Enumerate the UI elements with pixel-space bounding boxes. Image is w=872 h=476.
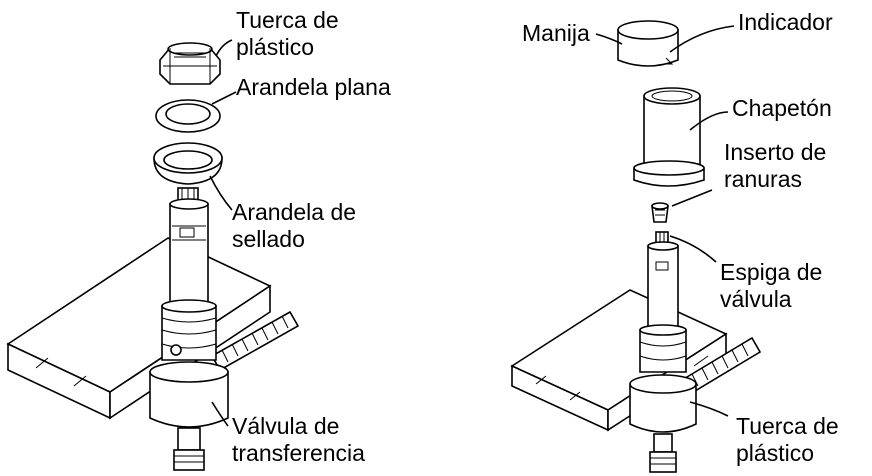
right-leader-lines [595, 25, 735, 417]
left-valve-body [149, 187, 229, 471]
label-chapeton: Chapetón [732, 95, 832, 121]
label-espiga-line2: válvula [720, 286, 792, 312]
left-flat-washer [155, 99, 221, 133]
label-tuerca-line2: plástico [236, 34, 314, 60]
label-arandela-plana: Arandela plana [236, 74, 391, 100]
label-inserto-line1: Inserto de [724, 139, 826, 165]
left-plastic-nut [159, 42, 221, 85]
right-splined-insert [651, 202, 669, 223]
label-indicador: Indicador [738, 9, 833, 35]
right-escutcheon [633, 87, 705, 187]
label-tuerca-right-line1: Tuerca de [736, 413, 839, 439]
right-labels: Manija Indicador Chapetón Inserto de ran… [522, 9, 839, 466]
left-counter-slab [6, 237, 272, 420]
right-valve-body [629, 231, 697, 473]
left-assembly [6, 42, 300, 471]
label-valvula-line2: transferencia [232, 440, 365, 466]
label-tuerca-right-line2: plástico [736, 440, 814, 466]
right-assembly [510, 20, 762, 473]
label-valvula-line1: Válvula de [232, 413, 339, 439]
label-arandela-sellado-line1: Arandela de [232, 199, 356, 225]
label-tuerca-line1: Tuerca de [236, 7, 339, 33]
left-leader-lines [209, 39, 237, 427]
label-espiga-line1: Espiga de [720, 259, 822, 285]
label-inserto-line2: ranuras [724, 166, 802, 192]
left-sealing-washer [153, 142, 223, 185]
label-arandela-sellado-line2: sellado [232, 226, 305, 252]
left-labels: Tuerca de plástico Arandela plana Arande… [232, 7, 391, 466]
right-handle [617, 20, 679, 67]
label-manija: Manija [522, 20, 590, 46]
